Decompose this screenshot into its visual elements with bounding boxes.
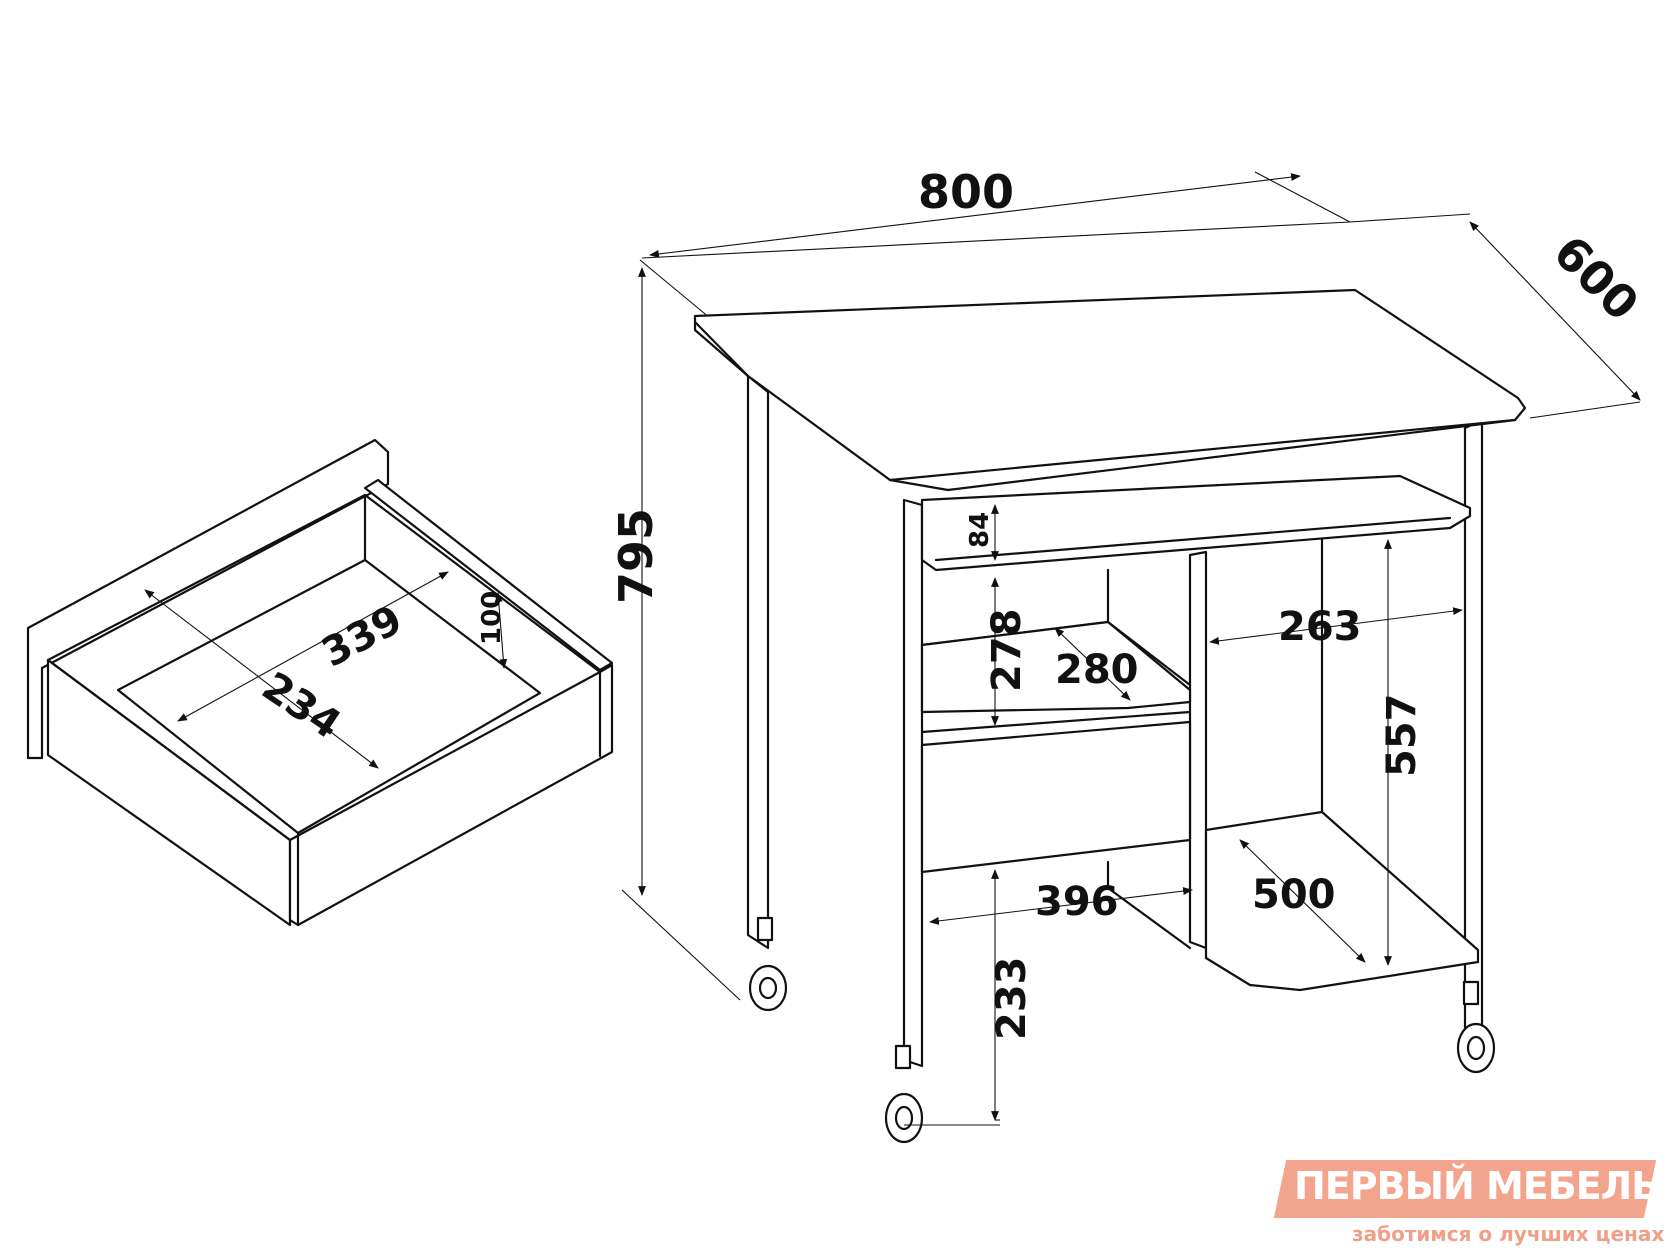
dim-lower-width: 396 — [1035, 879, 1119, 925]
drawer-drawing: 339 234 100 — [26, 438, 614, 927]
dim-lower-width-line — [929, 887, 1193, 925]
dim-drawer-height-line — [494, 592, 508, 669]
drawer-back-wall — [363, 478, 614, 672]
caster-back-left — [748, 916, 788, 1012]
dim-drawer-length: 339 — [314, 597, 409, 677]
dim-bottom-shelf-line — [1239, 839, 1366, 963]
dim-drawer-length-line — [144, 589, 379, 769]
dim-drawer-height: 100 — [477, 591, 507, 645]
dim-shelf-depth: 280 — [1055, 647, 1139, 693]
dim-width-line — [649, 173, 1301, 258]
dim-right-width: 263 — [1278, 604, 1362, 650]
dim-drawer-width-line — [177, 571, 449, 722]
dim-shelf-depth-line — [1054, 627, 1131, 701]
caster-front-left — [884, 1044, 924, 1144]
desk-tabletop — [693, 288, 1527, 492]
dim-drawer-clearance: 233 — [989, 957, 1035, 1041]
dim-right-height: 557 — [1379, 694, 1425, 778]
desk-drawing: 800 600 795 84 278 280 263 557 396 500 2… — [609, 165, 1649, 1144]
dim-depth-line — [1469, 221, 1641, 401]
desk-keyboard-shelf — [920, 474, 1472, 572]
desk-middle-divider — [1188, 550, 1208, 950]
drawer-left-wall — [46, 658, 292, 927]
desk-left-side-panel — [746, 374, 770, 950]
dim-width: 800 — [918, 165, 1014, 219]
logo-title: ПЕРВЫЙ МЕБЕЛЬНЫЙ — [1294, 1164, 1680, 1208]
dim-drawer-width: 234 — [254, 664, 349, 749]
desk-drawer-front — [920, 720, 1192, 874]
logo-tagline: заботимся о лучших ценах — [1352, 1222, 1665, 1246]
dim-shelf-gap: 278 — [984, 609, 1030, 693]
dim-keyboard-shelf: 84 — [965, 512, 995, 548]
dim-right-width-line — [1209, 607, 1463, 645]
desk-left-column — [902, 498, 924, 1068]
store-logo: ПЕРВЫЙ МЕБЕЛЬНЫЙ заботимся о лучших цена… — [1273, 1160, 1680, 1250]
dim-height: 795 — [609, 508, 663, 604]
caster-front-right — [1456, 980, 1496, 1074]
desk-bottom-shelf — [1204, 810, 1480, 992]
dim-bottom-shelf: 500 — [1252, 872, 1336, 918]
